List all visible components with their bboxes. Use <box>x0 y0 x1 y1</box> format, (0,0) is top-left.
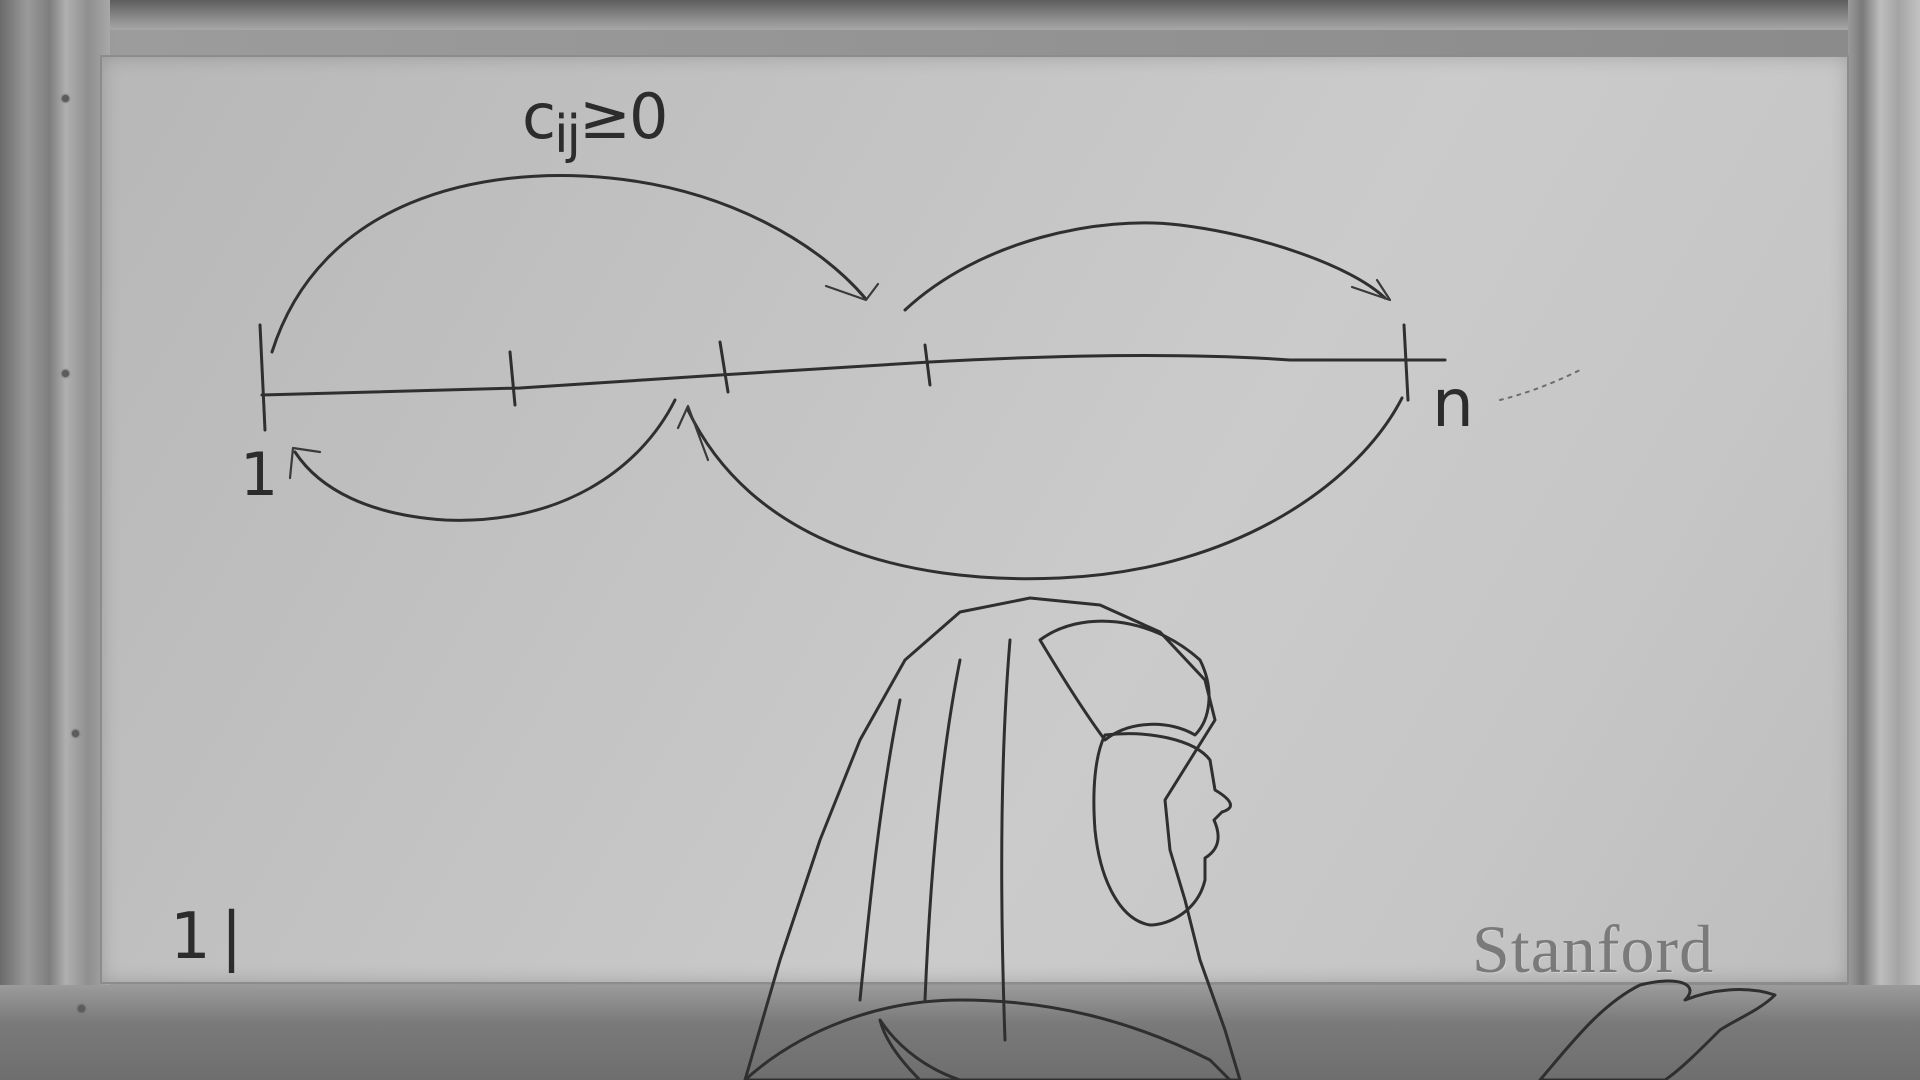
hand <box>1538 979 1777 1080</box>
tick-end <box>1402 323 1410 402</box>
frame-rivet <box>62 370 69 377</box>
frame-rivet <box>62 95 69 102</box>
cost-label: cij≥0 <box>522 80 668 165</box>
hair <box>743 596 1242 1080</box>
tick-start <box>258 323 267 432</box>
stanford-watermark: Stanford <box>1472 911 1715 987</box>
arrowhead-bottom-right <box>676 404 710 462</box>
arrowhead-top-right <box>1350 278 1392 302</box>
tick-3 <box>718 340 730 394</box>
end-node-label: n <box>1432 365 1474 442</box>
start-node-label: 1 <box>240 440 279 510</box>
number-line <box>260 353 1292 397</box>
face <box>1092 732 1232 927</box>
board-frame-top <box>0 0 1920 30</box>
arc-bottom-left <box>293 398 677 522</box>
frame-rivet <box>78 1005 85 1012</box>
tick-2 <box>508 350 517 407</box>
board-frame-left <box>0 0 110 1080</box>
arc-top-left <box>270 174 867 354</box>
hair-strands <box>858 638 1012 1042</box>
faint-trace <box>1499 369 1581 401</box>
arc-top-right <box>903 221 1387 312</box>
collar <box>878 1018 962 1080</box>
cost-label-subscript: ij <box>554 105 581 165</box>
arrowhead-bottom-left <box>288 446 322 480</box>
arc-bottom-right <box>686 396 1404 581</box>
arrowhead-top-left <box>824 282 880 302</box>
cost-label-relation: ≥0 <box>579 80 668 153</box>
corner-note: 1| <box>170 900 253 974</box>
shoulder <box>743 998 1232 1080</box>
bangs <box>1038 619 1211 742</box>
frame-rivet <box>72 730 79 737</box>
cost-label-letter: c <box>522 80 556 153</box>
whiteboard <box>100 55 1849 984</box>
board-frame-right <box>1848 0 1920 1080</box>
tick-4 <box>923 343 932 387</box>
